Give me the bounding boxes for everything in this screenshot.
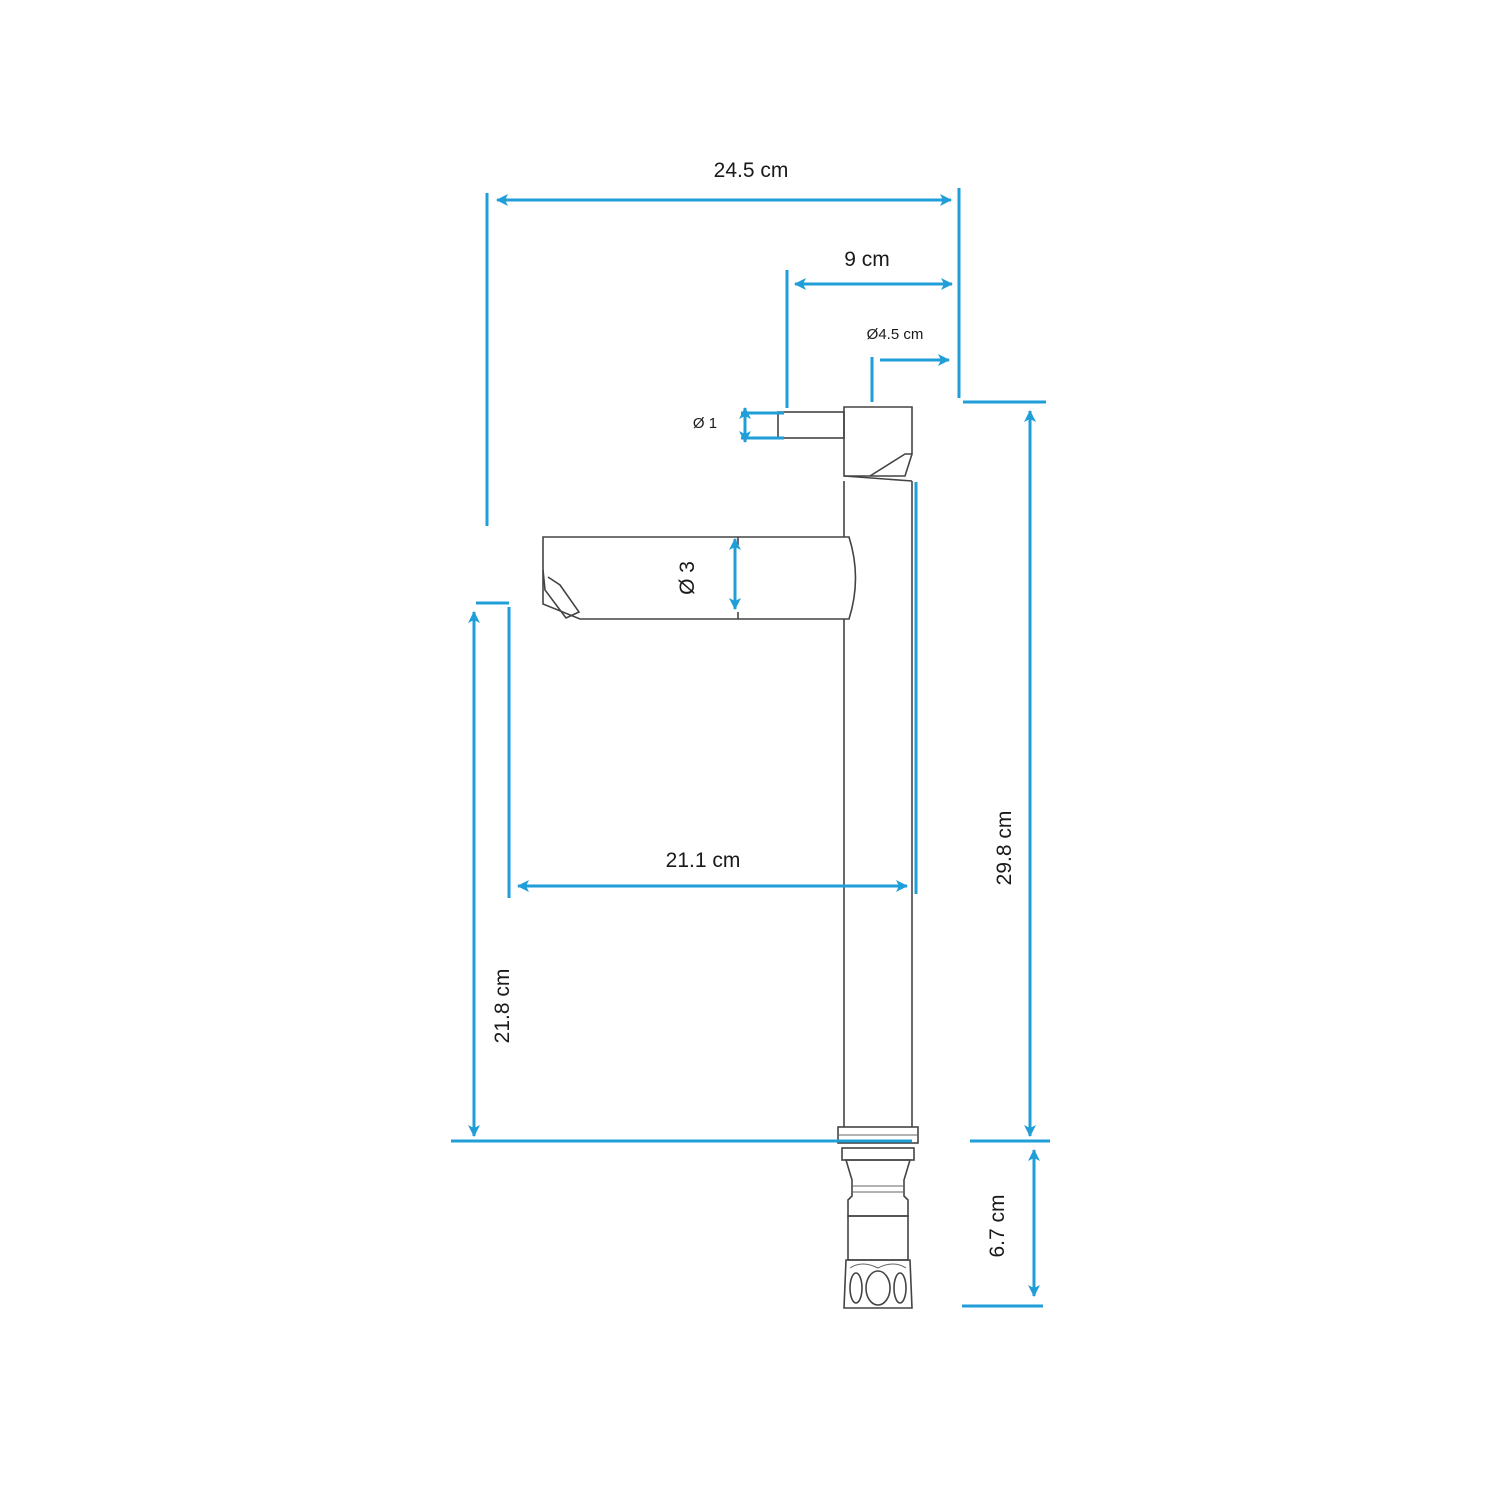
extension-lines xyxy=(451,188,1050,1308)
handle-lever xyxy=(777,411,845,439)
dimension-arrows xyxy=(468,194,1040,1297)
handle-head xyxy=(843,406,913,482)
total-height-label: 29.8 cm xyxy=(993,811,1016,886)
spout xyxy=(542,536,857,620)
faucet-outline xyxy=(542,406,919,1309)
handle-reach-label: 9 cm xyxy=(844,248,890,271)
base-ring xyxy=(837,1126,919,1144)
body-diameter-label: Ø4.5 cm xyxy=(867,326,924,343)
mounting-shank xyxy=(841,1147,915,1309)
shank-length-label: 6.7 cm xyxy=(986,1194,1009,1257)
dimension-labels: 24.5 cm 9 cm Ø4.5 cm Ø 1 Ø 3 21.1 cm 21.… xyxy=(491,159,1016,1258)
handle-diameter-label: Ø 1 xyxy=(693,415,717,432)
total-width-label: 24.5 cm xyxy=(714,159,789,182)
spout-reach-label: 21.1 cm xyxy=(666,849,741,872)
spout-diameter-label: Ø 3 xyxy=(676,561,699,595)
spout-height-label: 21.8 cm xyxy=(491,969,514,1044)
